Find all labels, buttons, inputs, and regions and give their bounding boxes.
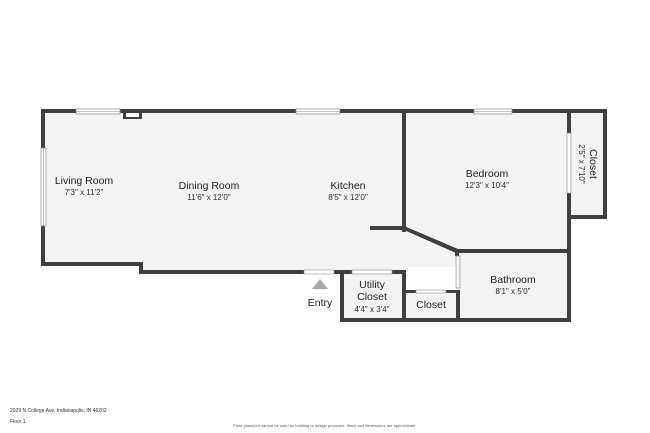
- room-dims-bedroom: 12'3" x 10'4": [465, 181, 509, 190]
- room-name-living-room: Living Room: [55, 175, 114, 187]
- closet-door: [415, 289, 447, 294]
- room-dims-dining-room: 11'6" x 12'0": [187, 193, 230, 202]
- address-text: 2029 N College Ave, Indianapolis, IN 462…: [10, 408, 107, 414]
- disclaimer-text: Floor plans/our cannot be used for build…: [233, 423, 417, 428]
- room-name-dining-room: Dining Room: [179, 180, 240, 192]
- entry-label: Entry: [308, 297, 333, 309]
- room-dims-bathroom: 8'1" x 5'0": [496, 287, 531, 296]
- entry-opening: [303, 269, 335, 275]
- room-dims-living-room: 7'3" x 11'2": [65, 188, 104, 197]
- closet-door: [566, 132, 572, 194]
- room-dims-kitchen: 8'5" x 12'0": [328, 193, 368, 202]
- bathroom-door: [455, 255, 461, 289]
- utility-door: [351, 269, 393, 275]
- room-name-bathroom: Bathroom: [490, 274, 536, 286]
- room-labels: Living Room 7'3" x 11'2" Dining Room 11'…: [55, 144, 599, 314]
- room-name-closet-hall: Closet: [416, 299, 446, 311]
- room-name-utility-line2: Closet: [357, 291, 387, 303]
- room-name-utility-line1: Utility: [359, 279, 385, 291]
- room-name-bedroom: Bedroom: [466, 168, 509, 180]
- room-name-kitchen: Kitchen: [330, 180, 365, 192]
- room-dims-utility: 4'4" x 3'4": [355, 305, 390, 314]
- floor-label: Floor 1: [10, 419, 26, 425]
- windows: [40, 108, 572, 294]
- room-name-closet-bedroom: Closet: [587, 149, 599, 179]
- room-dims-closet-bedroom: 2'5" x 7'10": [577, 144, 586, 184]
- floor-area: [44, 111, 604, 321]
- entry-arrow-icon: [312, 279, 328, 289]
